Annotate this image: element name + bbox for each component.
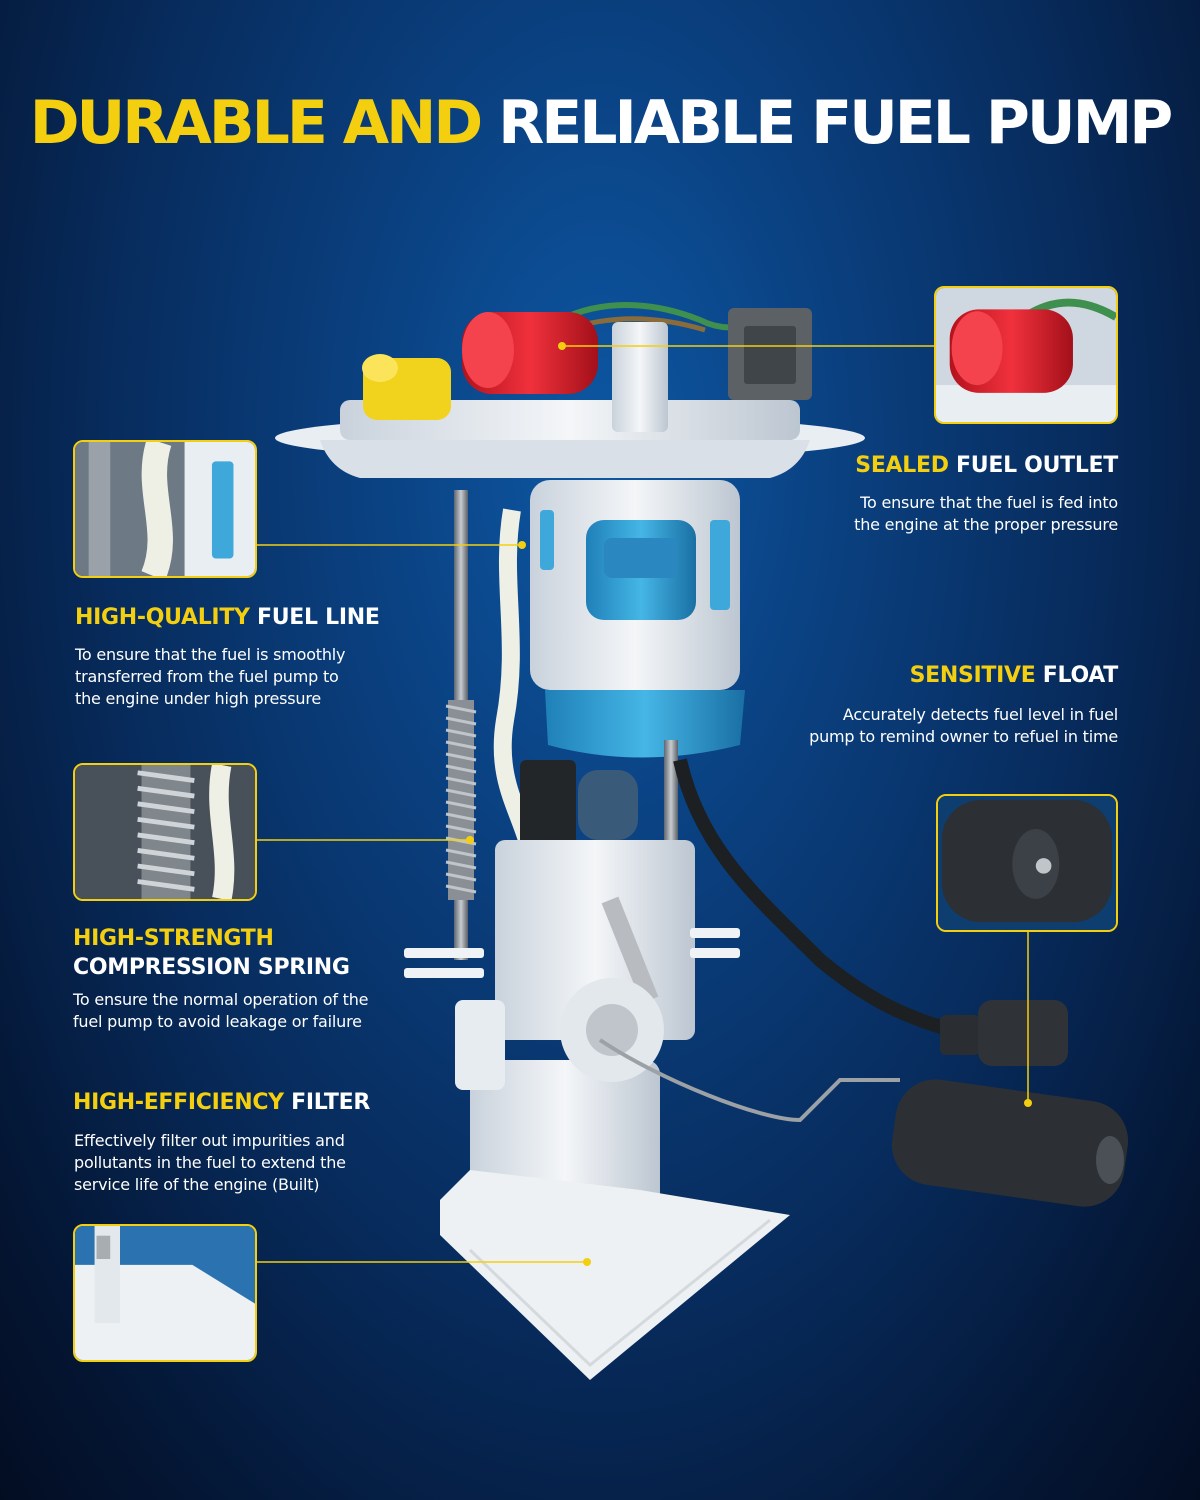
title-main: RELIABLE FUEL PUMP xyxy=(498,88,1173,158)
inset-sealed-outlet xyxy=(934,286,1118,424)
feature-title-sealed-outlet: SEALED FUEL OUTLET xyxy=(855,453,1118,478)
inset-spring xyxy=(73,763,257,901)
feature-desc-sealed-outlet: To ensure that the fuel is fed into the … xyxy=(854,493,1118,534)
inset-filter xyxy=(73,1224,257,1362)
feature-desc-fuel-line: To ensure that the fuel is smoothly tran… xyxy=(75,645,346,708)
feature-title-filter: HIGH-EFFICIENCY FILTER xyxy=(73,1090,370,1115)
inset-float xyxy=(936,794,1118,932)
feature-desc-float: Accurately detects fuel level in fuel pu… xyxy=(809,705,1118,746)
feature-title-float: SENSITIVE FLOAT xyxy=(909,663,1119,688)
feature-desc-filter: Effectively filter out impurities and po… xyxy=(74,1131,346,1194)
feature-desc-spring: To ensure the normal operation of the fu… xyxy=(73,990,369,1031)
inset-fuel-line xyxy=(73,440,257,578)
feature-title-fuel-line: HIGH-QUALITY FUEL LINE xyxy=(75,605,380,630)
title-accent: DURABLE AND xyxy=(29,88,483,158)
feature-title-spring: HIGH-STRENGTH COMPRESSION SPRING xyxy=(73,926,350,980)
page-title: DURABLE AND RELIABLE FUEL PUMP xyxy=(0,88,1200,158)
